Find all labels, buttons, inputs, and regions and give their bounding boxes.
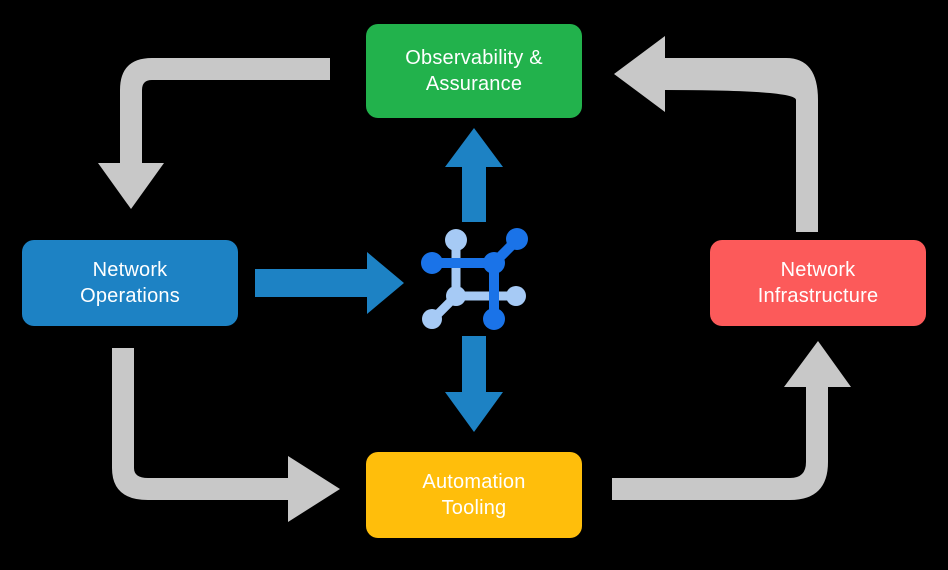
node-box-network-operations[interactable]: Network Operations: [22, 240, 238, 326]
arrow-operations-to-automation: [112, 348, 340, 522]
icon-node-bottom-left: [422, 309, 442, 329]
icon-node-right: [506, 286, 526, 306]
icon-node-center: [483, 252, 505, 274]
icon-node-mid-left: [446, 286, 466, 306]
node-box-automation-tooling[interactable]: Automation Tooling: [366, 452, 582, 538]
node-box-network-infrastructure[interactable]: Network Infrastructure: [710, 240, 926, 326]
icon-node-bottom: [483, 308, 505, 330]
arrow-center-to-automation: [445, 336, 503, 432]
arrow-operations-to-center: [255, 252, 404, 314]
network-topology-icon: [421, 228, 528, 330]
node-box-observability[interactable]: Observability & Assurance: [366, 24, 582, 118]
icon-node-left: [421, 252, 443, 274]
arrow-infrastructure-to-observability: [614, 36, 818, 232]
icon-node-top-left: [445, 229, 467, 251]
icon-node-top-right: [506, 228, 528, 250]
arrow-automation-to-infrastructure: [612, 341, 851, 500]
arrow-observability-to-operations: [98, 58, 330, 209]
arrow-center-to-observability: [445, 128, 503, 222]
